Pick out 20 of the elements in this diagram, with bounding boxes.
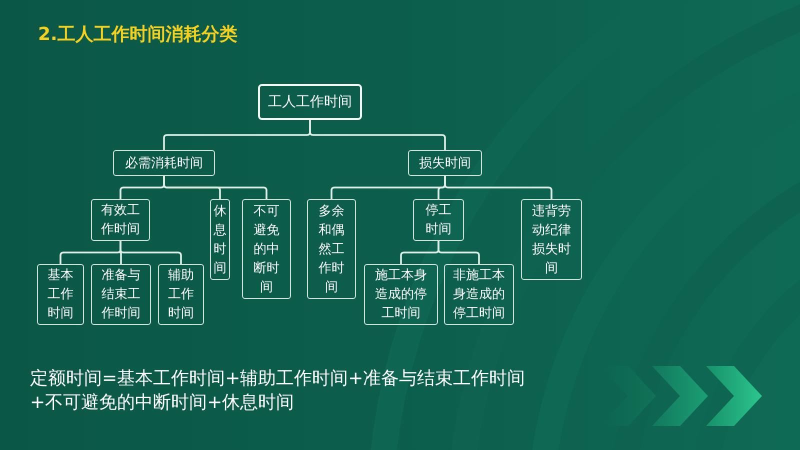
category-box: 准备与结束工作时间: [91, 264, 151, 325]
category-box: 停工时间: [413, 199, 464, 241]
category-box: 辅助工作时间: [158, 264, 204, 325]
category-box: 非施工本身造成的停工时间: [444, 264, 514, 325]
category-box: 不可避免的中断时间: [242, 199, 291, 299]
category-box: 违背劳动纪律损失时间: [521, 199, 582, 280]
connector-line: [438, 241, 480, 264]
connector-line: [120, 241, 182, 264]
category-box: 多余和偶然工作时间: [307, 199, 356, 299]
connector-line: [444, 176, 552, 199]
category-box: 施工本身造成的停工时间: [364, 264, 438, 325]
category-box: 有效工作时间: [91, 199, 150, 241]
category-box: 基本工作时间: [37, 264, 84, 325]
category-box: 工人工作时间: [258, 84, 362, 120]
formula-note: 定额时间=基本工作时间+辅助工作时间+准备与结束工作时间+不可避免的中断时间+休息时间: [30, 367, 526, 415]
slide-title: 2.工人工作时间消耗分类: [38, 23, 238, 47]
category-box: 损失时间: [408, 150, 482, 176]
category-box: 休息时间: [210, 199, 230, 280]
connector-line: [163, 176, 268, 199]
category-box: 必需消耗时间: [113, 150, 215, 176]
